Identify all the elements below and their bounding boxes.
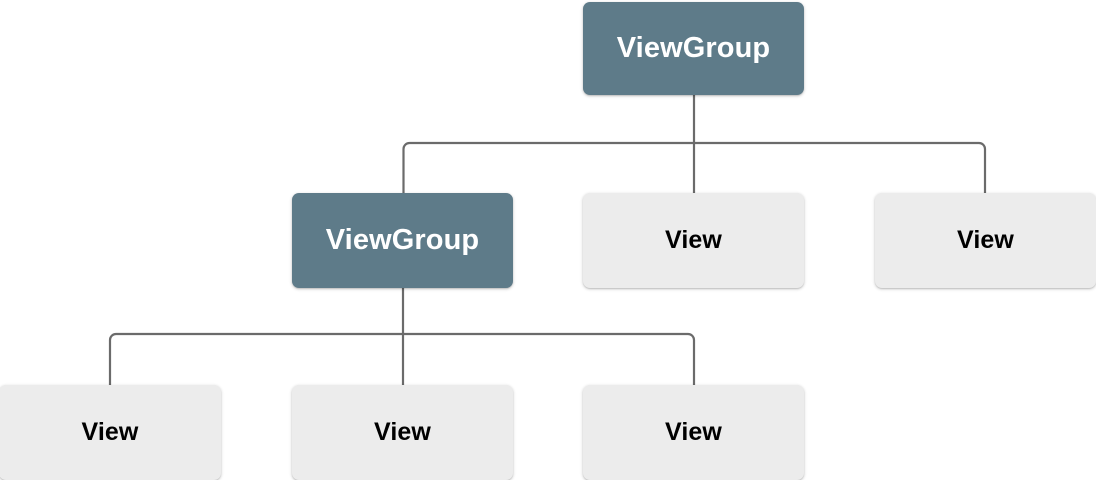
node-label: View — [374, 418, 431, 446]
node-viewgroup-root[interactable]: ViewGroup — [583, 2, 804, 95]
node-view-4[interactable]: View — [292, 385, 513, 480]
node-label: ViewGroup — [616, 32, 771, 64]
node-viewgroup-child[interactable]: ViewGroup — [292, 193, 513, 288]
node-label: View — [81, 418, 139, 446]
node-view-3[interactable]: View — [0, 385, 221, 480]
node-label: ViewGroup — [325, 224, 480, 256]
node-view-1[interactable]: View — [583, 193, 804, 288]
node-label: View — [665, 226, 722, 254]
node-view-5[interactable]: View — [583, 385, 804, 480]
node-label: View — [957, 226, 1014, 254]
node-view-2[interactable]: View — [875, 193, 1096, 288]
node-label: View — [665, 418, 722, 446]
edge-group1-bus-right — [403, 332, 696, 385]
edge-root-bus-right — [694, 141, 987, 193]
edge-group1-bus-left — [108, 332, 403, 385]
edge-root-bus-left — [402, 141, 694, 193]
